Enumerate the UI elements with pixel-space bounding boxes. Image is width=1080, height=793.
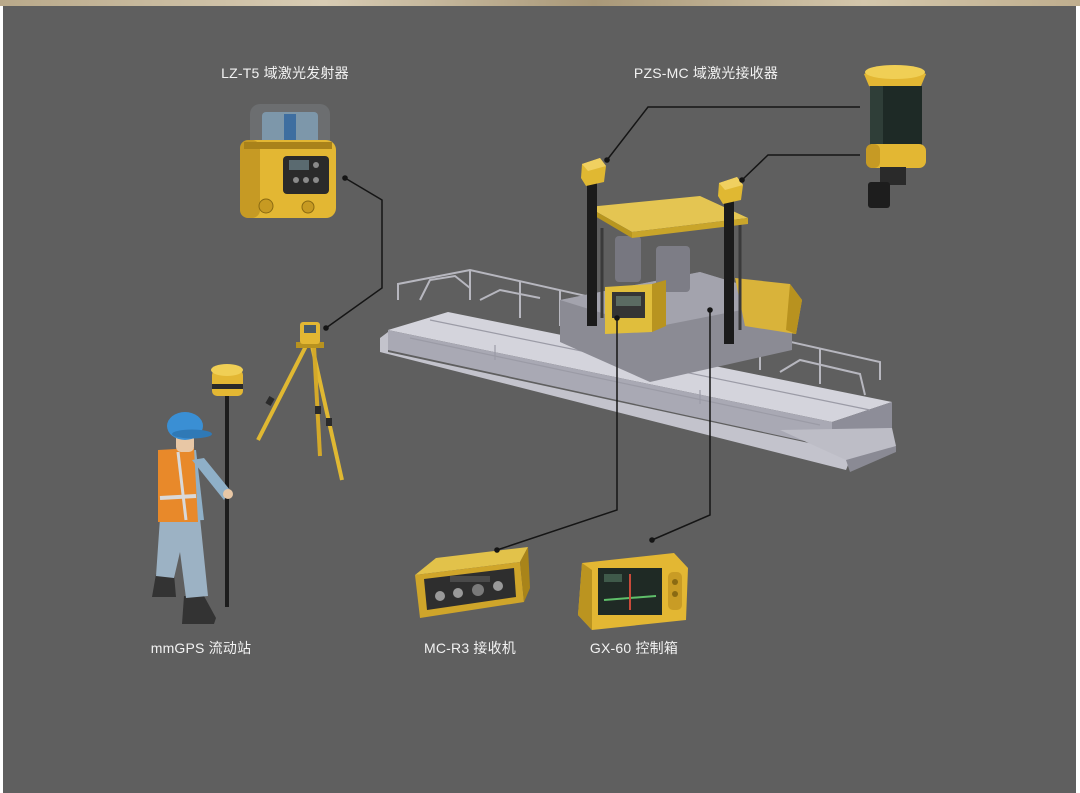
connector-transmitter xyxy=(325,177,383,329)
connector-dot xyxy=(342,175,348,181)
pzs-mc-receiver-illustration xyxy=(864,65,926,208)
connector-dot xyxy=(614,315,620,321)
connector-gx-60 xyxy=(651,310,711,541)
connector-receiver-right xyxy=(741,154,860,181)
connector-dot xyxy=(739,177,745,183)
gx-60-control-box-illustration xyxy=(578,553,688,630)
connector-mc-r3 xyxy=(496,318,618,551)
left-receiver-mast xyxy=(587,176,597,326)
connector-port xyxy=(493,581,503,591)
worker-with-gps-rover xyxy=(152,364,243,624)
connector-port xyxy=(472,584,484,596)
mc-r3-connector-panel xyxy=(424,568,516,610)
lz-t5-transmitter-illustration xyxy=(240,104,336,218)
gps-antenna xyxy=(212,370,243,396)
label-mmgps-rover: mmGPS 流动站 xyxy=(150,640,252,656)
canopy-roof xyxy=(588,196,748,232)
screed-step xyxy=(380,332,850,470)
tripod-transmitter-illustration xyxy=(256,322,344,481)
connector-dot xyxy=(604,157,610,163)
receiver-mount xyxy=(880,167,906,185)
mc-r3-top xyxy=(415,547,528,575)
screed-front-face xyxy=(388,330,832,447)
mc-r3-receiver-illustration xyxy=(415,547,530,618)
label-gx-60-control-box: GX-60 控制箱 xyxy=(589,640,679,656)
connector-port xyxy=(453,588,463,598)
label-mc-r3-receiver: MC-R3 接收机 xyxy=(423,640,517,656)
label-pzs-mc-receiver: PZS-MC 域激光接收器 xyxy=(633,65,779,81)
tripod-leg xyxy=(312,345,322,457)
tractor-hood xyxy=(735,278,802,334)
paver-illustration xyxy=(380,158,896,472)
connector-receiver-left xyxy=(606,106,860,161)
operator-seat-left xyxy=(615,236,641,282)
label-lz-t5-transmitter: LZ-T5 域激光发射器 xyxy=(221,65,349,81)
paver-railings xyxy=(397,268,881,396)
connector-dot xyxy=(707,307,713,313)
transmitter-display xyxy=(289,160,309,170)
tripod-head xyxy=(296,342,324,348)
receiver-yellow-ring xyxy=(866,144,926,168)
transmitter-knob xyxy=(258,198,274,214)
worker-pants xyxy=(156,518,208,598)
connector-dots xyxy=(323,157,745,553)
safety-vest xyxy=(158,448,198,522)
connector-port xyxy=(435,591,445,601)
top-edge-strip xyxy=(0,0,1080,6)
right-receiver-mast xyxy=(724,194,734,344)
connector-dot xyxy=(494,547,500,553)
connector-lines xyxy=(325,106,860,551)
worker-arm xyxy=(192,458,230,500)
worker-boot xyxy=(152,574,176,597)
worker-boot xyxy=(182,596,216,624)
tripod-leg xyxy=(256,345,308,441)
connector-dot xyxy=(323,325,329,331)
connector-dot xyxy=(649,537,655,543)
